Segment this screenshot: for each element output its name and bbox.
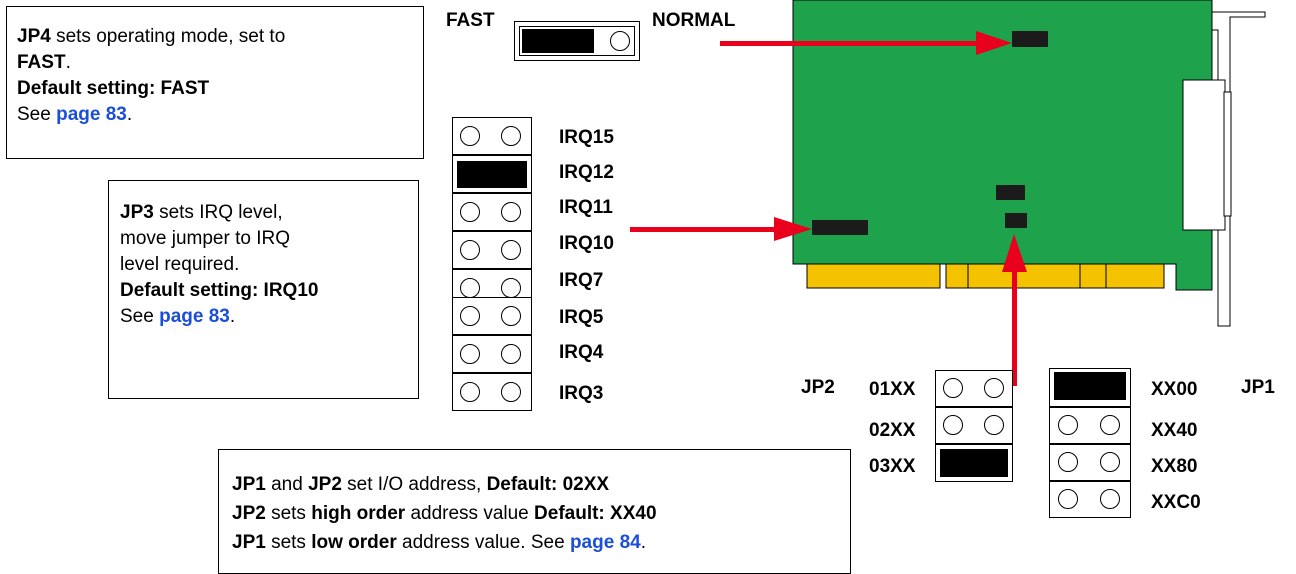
- io-l2-high: high order: [311, 503, 406, 524]
- jp3-line3: level required.: [120, 254, 240, 275]
- irq-label: IRQ4: [559, 342, 604, 363]
- io-l3-low: low order: [311, 532, 397, 553]
- jp4-note: JP4 sets operating mode, set to FAST. De…: [17, 24, 422, 128]
- jp3-title: JP3: [120, 202, 154, 223]
- jp1-xxc0-pin-b: [1100, 489, 1120, 509]
- irq3-pin-b: [501, 382, 521, 402]
- io-l1-jp1: JP1: [232, 474, 266, 495]
- jp1-label: XX80: [1151, 456, 1198, 477]
- io-l3-sets: sets: [265, 532, 312, 553]
- irq10-pin-b: [501, 240, 521, 260]
- io-page-link[interactable]: page 84: [569, 532, 641, 553]
- irq-label: IRQ15: [559, 127, 614, 148]
- irq10-pin-a: [460, 240, 480, 260]
- jp4-pin: [610, 31, 630, 51]
- irq-label: IRQ12: [559, 162, 614, 183]
- io-l3-mid: address value. See: [396, 532, 570, 553]
- jp3-page-link[interactable]: page 83: [159, 306, 230, 327]
- jp3-default: Default setting: IRQ10: [120, 280, 319, 301]
- io-l1-and: and: [265, 474, 309, 495]
- irq4-pin-a: [460, 344, 480, 364]
- arrow-jp2: [1002, 234, 1027, 386]
- io-l2-sets: sets: [265, 503, 312, 524]
- jp4-fast: FAST: [17, 52, 66, 73]
- jp2-01xx-pin-a: [943, 378, 963, 398]
- arrow-jp3: [630, 217, 812, 241]
- irq-label: IRQ5: [559, 307, 604, 328]
- irq-label: IRQ3: [559, 383, 604, 404]
- jp2-label: 03XX: [869, 456, 916, 477]
- jp2-title: JP2: [801, 377, 835, 398]
- pcb: [792, 0, 1213, 291]
- jp1-label: XXC0: [1151, 492, 1201, 513]
- irq-label: IRQ11: [559, 197, 613, 218]
- jp4-label-fast: FAST: [446, 10, 495, 31]
- jp4-label-normal: NORMAL: [652, 10, 736, 31]
- jp3-see: See: [120, 306, 160, 327]
- io-l3-end: .: [640, 532, 646, 553]
- irq11-pin-b: [501, 202, 521, 222]
- board-jp3: [812, 220, 868, 235]
- jp3-note: JP3 sets IRQ level, move jumper to IRQ l…: [120, 200, 418, 330]
- irq11-pin-a: [460, 202, 480, 222]
- jp3-end: .: [229, 306, 236, 327]
- io-l2-default: Default: XX40: [534, 503, 657, 524]
- irq-label: IRQ10: [559, 233, 614, 254]
- jp4-note-box: [6, 6, 424, 159]
- jp4-default: Default setting: FAST: [17, 78, 210, 99]
- io-note: JP1 and JP2 set I/O address, Default: 02…: [232, 470, 848, 557]
- jp3-line2: move jumper to IRQ: [120, 228, 290, 249]
- io-l2-mid: address value: [405, 503, 535, 524]
- board-jp1: [1005, 213, 1027, 228]
- irq5-pin-b: [501, 306, 521, 326]
- jp1-xx40-pin-b: [1100, 415, 1120, 435]
- jp2-03xx-jumper-cap: [940, 449, 1008, 477]
- jp4-page-link[interactable]: page 83: [56, 104, 127, 125]
- board-jp4: [1012, 31, 1048, 47]
- irq-label: IRQ7: [559, 270, 604, 291]
- irq15-pin-a: [460, 126, 480, 146]
- jp1-xx80-pin-b: [1100, 452, 1120, 472]
- jp1-xx40-pin-a: [1058, 415, 1078, 435]
- jp4-period: .: [65, 52, 71, 73]
- jp3-line1: sets IRQ level,: [153, 202, 283, 223]
- io-l3-jp1: JP1: [232, 532, 266, 553]
- jp1-xx80-pin-a: [1058, 452, 1078, 472]
- io-l1-jp2: JP2: [308, 474, 342, 495]
- irq7-pin-a: [460, 278, 480, 298]
- edge-connector-right: [945, 263, 1165, 289]
- jp2-label: 01XX: [869, 379, 916, 400]
- irq15-pin-b: [501, 126, 521, 146]
- irq5-pin-a: [460, 306, 480, 326]
- irq7-pin-b: [501, 278, 521, 298]
- jp1-title: JP1: [1241, 377, 1275, 398]
- jp1-xxc0-pin-a: [1058, 489, 1078, 509]
- jp2-label: 02XX: [869, 420, 916, 441]
- jp1-label: XX40: [1151, 420, 1198, 441]
- jp2-02xx-pin-b: [984, 415, 1004, 435]
- circuit-board: [792, 0, 1266, 327]
- jp4-see: See: [17, 104, 57, 125]
- arrow-jp4: [720, 31, 1012, 55]
- jp2-01xx-pin-b: [984, 378, 1004, 398]
- jp4-jumper-cap: [522, 29, 594, 53]
- board-jp2: [996, 185, 1025, 200]
- d-connector: [1182, 79, 1226, 231]
- jp2-02xx-pin-a: [943, 415, 963, 435]
- io-l1-default: Default: 02XX: [486, 474, 610, 495]
- jp3-note-box: [108, 180, 419, 399]
- edge-connector-left: [806, 263, 941, 289]
- irq3-pin-a: [460, 382, 480, 402]
- io-l1-mid: set I/O address,: [341, 474, 487, 495]
- jp1-xx00-jumper-cap: [1054, 372, 1126, 400]
- io-l2-jp2: JP2: [232, 503, 266, 524]
- jp4-title: JP4: [17, 26, 51, 47]
- jp4-text: sets operating mode, set to: [50, 26, 286, 47]
- irq12-jumper-cap: [457, 161, 527, 188]
- irq4-pin-b: [501, 344, 521, 364]
- jp4-end: .: [126, 104, 133, 125]
- jp1-label: XX00: [1151, 379, 1198, 400]
